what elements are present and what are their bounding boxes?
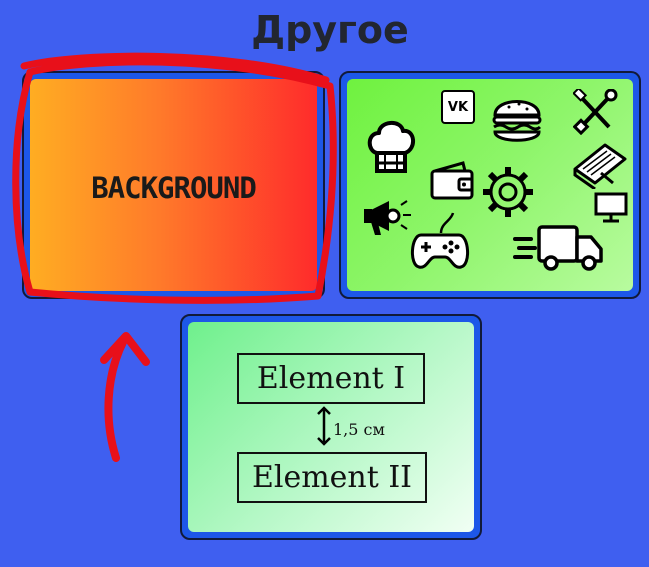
delivery-truck-icon [513, 225, 603, 271]
background-label: BACKGROUND [91, 171, 257, 205]
double-arrow-icon [317, 406, 331, 446]
book-icon [573, 143, 627, 189]
gamepad-icon [411, 212, 469, 269]
vk-icon-text: VK [447, 99, 469, 115]
element-two-box: Element II [237, 452, 427, 503]
background-gradient-swatch: BACKGROUND [30, 79, 317, 291]
annotation-arrow [104, 336, 128, 462]
burger-icon [492, 100, 542, 142]
elements-panel: Element I 1,5 см Element II [188, 322, 474, 532]
monitor-icon [594, 192, 628, 223]
wallet-icon [430, 161, 474, 200]
megaphone-icon [364, 200, 411, 235]
element-one-box: Element I [237, 353, 425, 404]
gear-icon [483, 167, 533, 217]
chef-hat-icon [367, 121, 415, 173]
background-card[interactable]: BACKGROUND [22, 71, 325, 299]
tools-icon [573, 89, 618, 135]
slide-title: Другое [251, 8, 409, 52]
spacing-label: 1,5 см [333, 420, 385, 439]
icons-panel: VK [347, 79, 633, 291]
icons-card[interactable]: VK [339, 71, 641, 299]
vk-icon: VK [441, 90, 475, 124]
elements-card[interactable]: Element I 1,5 см Element II [180, 314, 482, 540]
